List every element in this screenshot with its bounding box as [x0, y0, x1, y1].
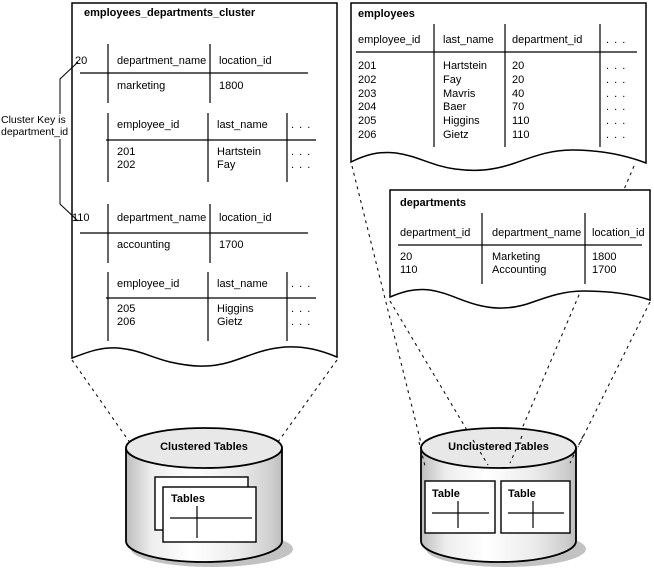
unclustered-cylinder-label: Unclustered Tables — [448, 441, 549, 453]
unclustered-tables-cylinder — [418, 427, 586, 567]
employees-cell: 204 — [358, 101, 377, 113]
emp-cell-id: 205 — [117, 303, 136, 315]
employees-cell: 20 — [512, 74, 525, 86]
departments-funnel-dashes — [389, 300, 651, 453]
cluster-key-note-line2: department_id — [1, 125, 69, 138]
table-paper-icon-right — [500, 480, 571, 534]
dept-header-name: department_name — [117, 55, 207, 67]
emp-cell-last: Higgins — [217, 303, 254, 315]
emp-header-id: employee_id — [117, 119, 180, 131]
cluster-emp-table-1-lines — [106, 113, 316, 182]
emp-header-last: last_name — [217, 119, 268, 131]
employees-cell: . . . — [606, 60, 627, 72]
employees-cell: 202 — [358, 74, 377, 86]
emp-cell-more: . . . — [291, 303, 312, 315]
employees-box — [350, 2, 647, 172]
tables-papers-icon — [154, 476, 257, 543]
departments-cell: Marketing — [492, 251, 541, 263]
employees-cell: Baer — [443, 101, 467, 113]
dept-cell-name: accounting — [117, 239, 171, 251]
employees-cell: Mavris — [443, 88, 476, 100]
employees-col-header: last_name — [443, 34, 494, 46]
emp-cell-last: Fay — [217, 159, 236, 171]
cluster-key-value-110: 110 — [72, 212, 90, 224]
emp-header-id: employee_id — [117, 278, 180, 290]
employees-cell: . . . — [606, 101, 627, 113]
departments-box-title: departments — [400, 197, 467, 209]
employees-cell: Gietz — [443, 129, 469, 141]
tables-paper-label: Tables — [171, 493, 206, 505]
cluster-box-outline — [71, 2, 338, 367]
emp-cell-id: 206 — [117, 316, 136, 328]
employees-cell: 40 — [512, 88, 525, 100]
departments-col-header: location_id — [592, 227, 645, 239]
employees-cell: 203 — [358, 88, 377, 100]
employees-cell: 206 — [358, 129, 377, 141]
employees-cell: 110 — [512, 115, 530, 127]
emp-cell-last: Gietz — [217, 316, 243, 328]
cluster-dept-table-20-lines — [80, 44, 308, 103]
cluster-funnel-dashes — [71, 359, 338, 458]
employees-col-header: employee_id — [358, 34, 421, 46]
employees-cell: . . . — [606, 129, 627, 141]
emp-cell-more: . . . — [291, 159, 312, 171]
departments-cell: 1800 — [592, 251, 617, 263]
departments-box-table-lines — [398, 213, 642, 284]
table-paper-label-left: Table — [432, 488, 460, 500]
cluster-emp-table-2-lines — [106, 272, 316, 341]
employees-box-outline — [350, 2, 647, 172]
employees-cell: . . . — [606, 88, 627, 100]
employees-cell: 110 — [512, 129, 530, 141]
table-paper-icon-left — [424, 480, 496, 534]
emp-cell-id: 201 — [117, 146, 136, 158]
cluster-key-bracket — [59, 61, 79, 222]
departments-cell: Accounting — [492, 264, 547, 276]
cluster-key-value-20: 20 — [75, 55, 88, 67]
cluster-dept-table-110-lines — [80, 204, 308, 263]
employees-col-header: department_id — [512, 34, 583, 46]
cluster-key-note: Cluster Key is department_id — [1, 114, 69, 139]
employees-cell: Higgins — [443, 115, 480, 127]
emp-cell-more: . . . — [291, 146, 312, 158]
dept-cell-name: marketing — [117, 80, 166, 92]
dept-header-location: location_id — [219, 55, 272, 67]
employees-cell: Fay — [443, 74, 462, 86]
employees-cell: . . . — [606, 74, 627, 86]
departments-col-header: department_id — [400, 227, 471, 239]
dept-header-name: department_name — [117, 212, 207, 224]
dept-header-location: location_id — [219, 212, 272, 224]
table-paper-label-right: Table — [508, 488, 536, 500]
departments-col-header: department_name — [492, 227, 582, 239]
departments-cell: 110 — [400, 264, 418, 276]
funnel-tip-dashes — [418, 435, 584, 467]
employees-box-title: employees — [358, 8, 415, 20]
employees-cell: 201 — [358, 60, 377, 72]
emp-cell-more: . . . — [291, 316, 312, 328]
emp-cell-id: 202 — [117, 159, 136, 171]
employees-box-table-lines — [356, 24, 637, 147]
emp-header-last: last_name — [217, 278, 268, 290]
unclustered-cylinder-top — [420, 427, 577, 469]
departments-cell: 20 — [400, 251, 413, 263]
emp-cell-last: Hartstein — [217, 146, 262, 158]
departments-box — [389, 189, 651, 309]
employees-cell: 20 — [512, 60, 525, 72]
employees-col-header: . . . — [606, 34, 627, 46]
cluster-box-title: employees_departments_cluster — [84, 7, 256, 19]
employees-cell: 205 — [358, 115, 377, 127]
dept-cell-location: 1700 — [219, 239, 244, 251]
dept-cell-location: 1800 — [219, 80, 244, 92]
emp-header-more: . . . — [291, 278, 312, 290]
cluster-box — [59, 2, 338, 367]
departments-cell: 1700 — [592, 264, 617, 276]
clustered-cylinder-label: Clustered Tables — [160, 441, 248, 453]
employees-cell: Hartstein — [443, 60, 488, 72]
cluster-key-note-line1: Cluster Key is — [1, 114, 66, 126]
emp-header-more: . . . — [291, 119, 312, 131]
clustered-tables-cylinder — [125, 427, 293, 567]
employees-cell: 70 — [512, 101, 525, 113]
clustered-cylinder-top — [125, 427, 283, 469]
employees-cell: . . . — [606, 115, 627, 127]
